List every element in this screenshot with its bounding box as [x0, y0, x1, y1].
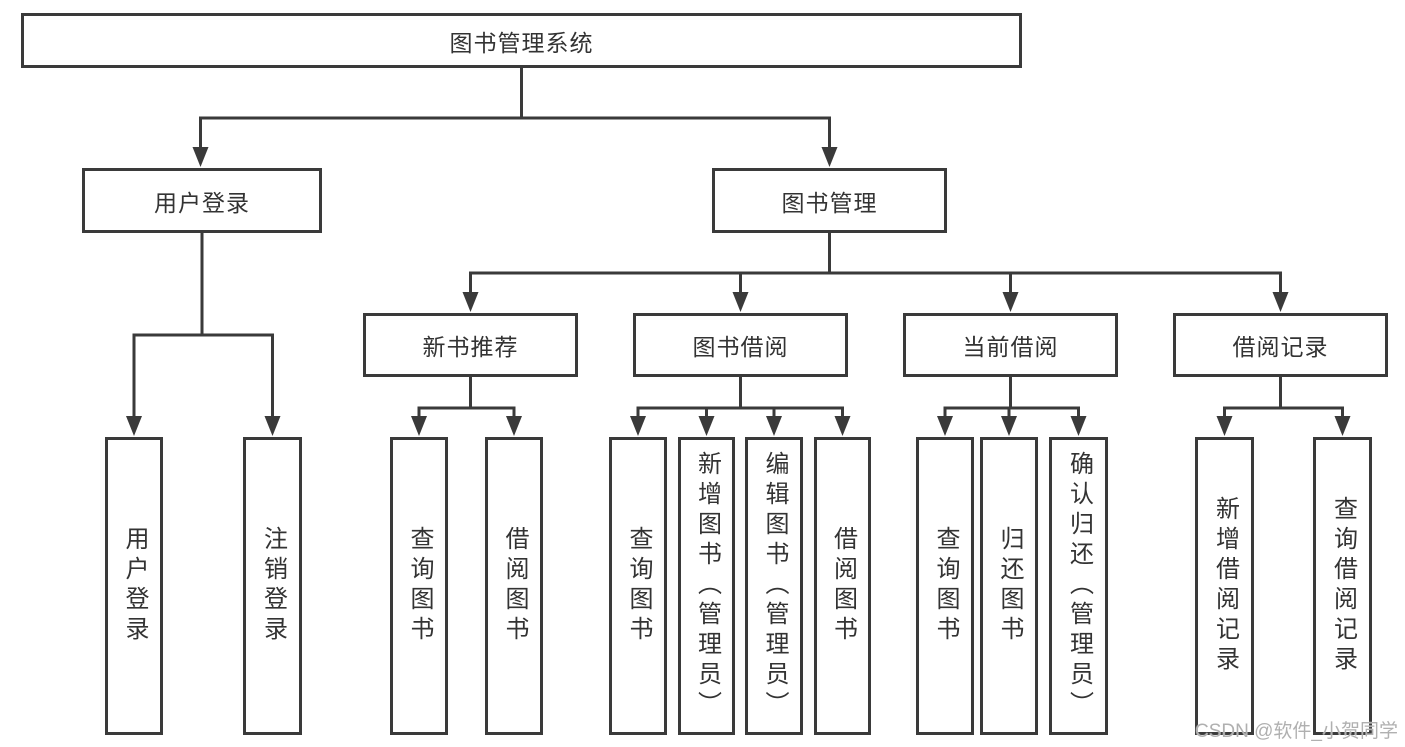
arrowhead-icon [698, 416, 715, 436]
leaf-label: 借阅图书 [829, 526, 857, 646]
node-leaf-borrow-books-recommend: 借阅图书 [485, 437, 543, 735]
arrowhead-icon [264, 416, 281, 436]
node-leaf-edit-books-admin: 编辑图书（管理员） [745, 437, 803, 735]
watermark: CSDN @软件_小贺同学 [1195, 721, 1398, 742]
node-leaf-logout: 注销登录 [243, 437, 302, 735]
arrowhead-icon [937, 416, 953, 436]
connector-root-to-level2 [199, 68, 831, 150]
leaf-label: 查询图书 [625, 526, 652, 646]
connector-userlogin-to-leaves [132, 233, 274, 420]
node-leaf-borrow-books-borrowing: 借阅图书 [814, 437, 871, 735]
node-book-borrowing: 图书借阅 [633, 313, 848, 377]
arrowhead-icon [506, 416, 522, 436]
node-book-management: 图书管理 [712, 168, 947, 233]
leaf-label: 新增图书（管理员） [693, 451, 721, 721]
arrowhead-icon [192, 147, 209, 167]
arrowhead-icon [1002, 292, 1019, 312]
node-user-login: 用户登录 [82, 168, 322, 233]
leaf-label: 归还图书 [996, 526, 1023, 646]
leaf-label: 注销登录 [259, 526, 287, 646]
leaf-label: 查询图书 [406, 526, 433, 646]
connector-bookmgmt-to-level3 [469, 233, 1282, 296]
leaf-label: 确认归还（管理员） [1065, 451, 1093, 721]
arrowhead-icon [1334, 416, 1351, 436]
leaf-label: 查询图书 [932, 526, 959, 646]
connector-current-to-leaves [943, 377, 1080, 420]
arrowhead-icon [1001, 416, 1017, 436]
arrowhead-icon [126, 416, 142, 436]
connector-borrowing-to-leaves [636, 377, 844, 420]
arrowhead-icon [821, 147, 838, 167]
arrowhead-icon [732, 292, 749, 312]
node-leaf-add-books-admin: 新增图书（管理员） [678, 437, 735, 735]
connector-newbook-to-leaves [417, 377, 516, 420]
connector-records-to-leaves [1223, 377, 1344, 420]
arrowhead-icon [834, 416, 851, 436]
node-new-book-recommend: 新书推荐 [363, 313, 578, 377]
node-leaf-query-books-borrowing: 查询图书 [609, 437, 667, 735]
node-root-library-system: 图书管理系统 [21, 13, 1022, 68]
arrowhead-icon [462, 292, 479, 312]
leaf-label: 编辑图书（管理员） [761, 451, 788, 721]
leaf-label: 借阅图书 [501, 526, 528, 646]
arrowhead-icon [766, 416, 782, 436]
arrowhead-icon [1070, 416, 1087, 436]
node-leaf-query-borrow-record: 查询借阅记录 [1313, 437, 1372, 735]
node-borrowing-records: 借阅记录 [1173, 313, 1388, 377]
leaf-label: 用户登录 [121, 526, 148, 646]
arrowhead-icon [411, 416, 427, 436]
arrowhead-icon [1216, 416, 1233, 436]
arrowhead-icon [1272, 292, 1289, 312]
node-leaf-query-books-recommend: 查询图书 [390, 437, 448, 735]
leaf-label: 新增借阅记录 [1211, 496, 1239, 676]
node-leaf-user-login: 用户登录 [105, 437, 163, 735]
arrowhead-icon [630, 416, 646, 436]
node-current-borrowing: 当前借阅 [903, 313, 1118, 377]
node-leaf-return-books: 归还图书 [980, 437, 1038, 735]
leaf-label: 查询借阅记录 [1329, 496, 1357, 676]
node-leaf-add-borrow-record: 新增借阅记录 [1195, 437, 1254, 735]
node-leaf-query-books-current: 查询图书 [916, 437, 974, 735]
node-leaf-confirm-return-admin: 确认归还（管理员） [1049, 437, 1108, 735]
